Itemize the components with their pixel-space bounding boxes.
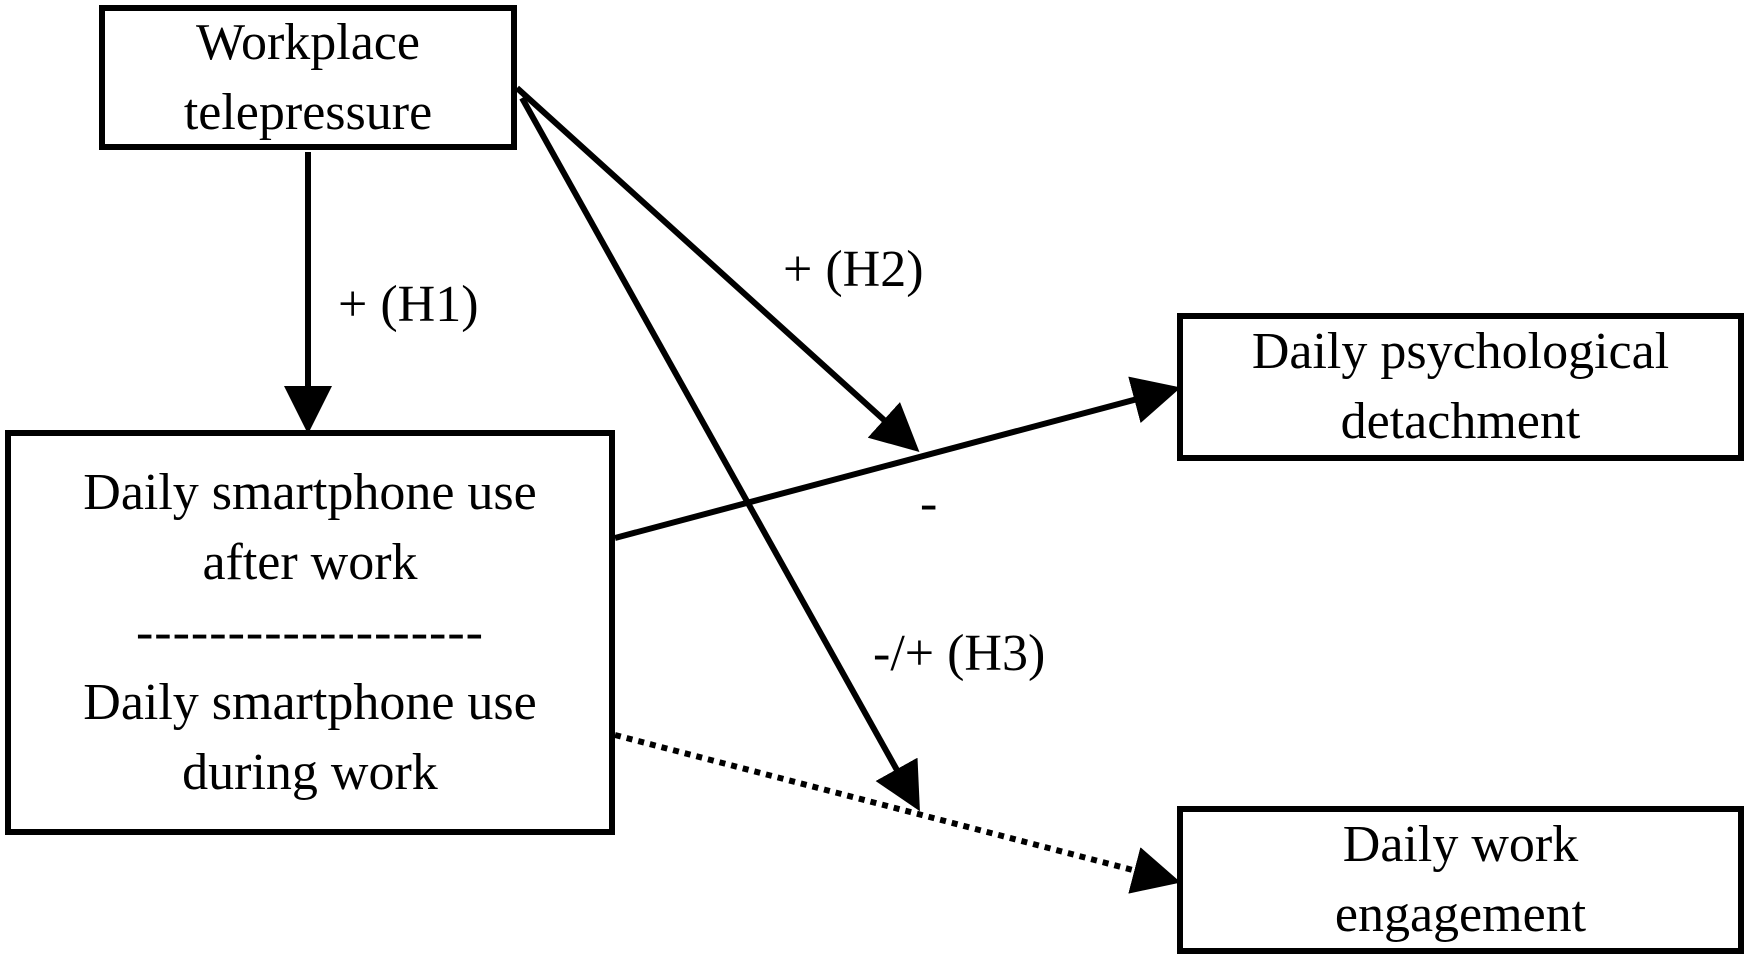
arrow-h3: [519, 96, 920, 812]
node-smartphone-line4: during work: [182, 743, 438, 801]
node-smartphone-line2: after work: [202, 533, 418, 591]
node-telepressure-line1: Workplace: [196, 13, 420, 71]
edge-label-negative: -: [920, 475, 938, 532]
edge-label-h1: + (H1): [338, 276, 479, 333]
node-smartphone-divider: -------------------: [135, 603, 484, 661]
node-smartphone-line3: Daily smartphone use: [83, 673, 537, 731]
node-daily-psychological-detachment: Daily psychological detachment: [1177, 313, 1744, 461]
edge-label-h3: -/+ (H3): [873, 625, 1046, 682]
dotted-arrow-smartphone-to-engagement: [614, 732, 1181, 894]
node-workplace-telepressure: Workplace telepressure: [99, 5, 517, 150]
node-telepressure-line2: telepressure: [183, 83, 433, 141]
node-engagement-line2: engagement: [1334, 886, 1587, 943]
node-engagement-line1: Daily work: [1342, 816, 1579, 873]
node-daily-smartphone-use: Daily smartphone use after work --------…: [5, 430, 615, 835]
edge-label-h2: + (H2): [783, 241, 924, 298]
node-smartphone-line1: Daily smartphone use: [83, 463, 537, 521]
node-detachment-line1: Daily psychological: [1251, 323, 1670, 380]
node-daily-work-engagement: Daily work engagement: [1177, 806, 1744, 954]
arrow-smartphone-to-detachment: [614, 376, 1181, 541]
arrow-h2: [514, 85, 920, 453]
node-detachment-line2: detachment: [1340, 393, 1581, 450]
